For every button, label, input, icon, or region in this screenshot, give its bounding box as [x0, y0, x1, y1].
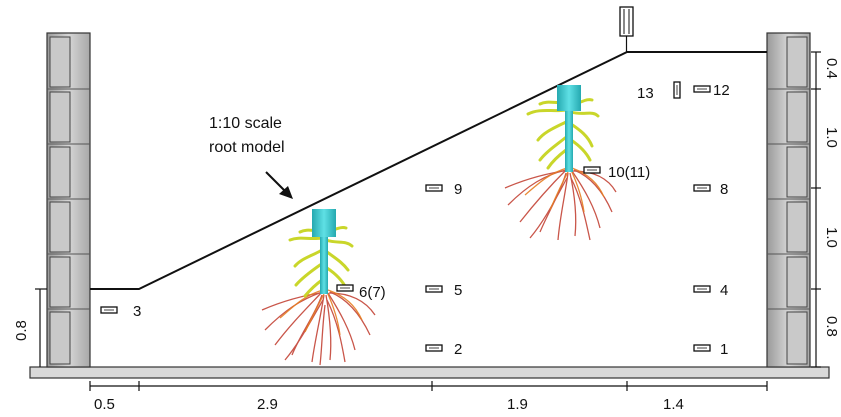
dim-bottom-1: 0.5 [94, 396, 115, 413]
sensor-6-7: 6(7) [336, 284, 386, 301]
sensor-9: 9 [425, 181, 462, 198]
sensor-12: 12 [693, 82, 730, 99]
sensor-12-label: 12 [713, 82, 730, 99]
annotation-line2: root model [209, 139, 285, 156]
sensor-1: 1 [693, 341, 728, 358]
base-slab [29, 366, 830, 379]
sensor-5-label: 5 [454, 282, 462, 299]
slope-outline [90, 51, 767, 290]
sensor-13: 13 [637, 81, 681, 102]
sensor-8: 8 [693, 181, 728, 198]
dim-right-2: 1.0 [823, 127, 840, 148]
annotation-arrow [265, 171, 293, 199]
sensor-5: 5 [425, 282, 462, 299]
dim-bottom-2: 2.9 [257, 396, 278, 413]
sensor-3-label: 3 [133, 303, 141, 320]
dim-right-1: 0.4 [823, 58, 840, 79]
sensor-13-label: 13 [637, 85, 654, 102]
dim-right-3: 1.0 [823, 227, 840, 248]
sensor-2: 2 [425, 341, 462, 358]
root-model-left [261, 209, 376, 366]
annotation-line1: 1:10 scale [209, 115, 282, 132]
bottom-dimension-line [89, 381, 768, 391]
root-model-right [504, 85, 617, 241]
sensor-10-11-label: 10(11) [608, 164, 650, 181]
dim-bottom-3: 1.9 [507, 396, 528, 413]
left-dimension-line [35, 288, 47, 367]
sensor-4-label: 4 [720, 282, 728, 299]
sensor-8-label: 8 [720, 181, 728, 198]
dim-bottom-4: 1.4 [663, 396, 684, 413]
sensor-3: 3 [100, 303, 141, 320]
dim-left: 0.8 [13, 320, 30, 341]
dim-right-4: 0.8 [823, 316, 840, 337]
left-wall [46, 32, 91, 368]
sensor-2-label: 2 [454, 341, 462, 358]
right-dimension-line [811, 51, 821, 368]
sensor-10-11: 10(11) [583, 164, 650, 181]
right-wall [766, 32, 811, 368]
sensor-4: 4 [693, 282, 728, 299]
sensor-1-label: 1 [720, 341, 728, 358]
sensor-6-7-label: 6(7) [359, 284, 386, 301]
sensor-9-label: 9 [454, 181, 462, 198]
crest-instrument [619, 6, 634, 52]
